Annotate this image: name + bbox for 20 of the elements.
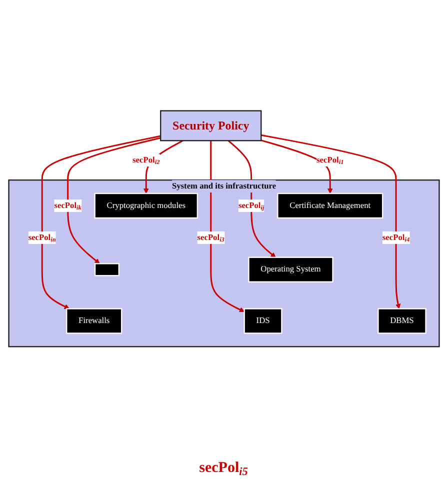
edge-label: secPol$_{i2}$ [132, 156, 160, 166]
node-box [94, 262, 120, 276]
edge-label: secPol$_{in}$ [28, 232, 56, 243]
edge-label: secPol$_{i4}$ [382, 232, 410, 243]
arrow [227, 140, 276, 258]
policy-label: secPol$_{i5}$ [199, 460, 248, 476]
node-box [248, 256, 333, 282]
node-box [276, 192, 383, 218]
edge-label: secPol$_{i1}$ [316, 156, 344, 166]
node-box [377, 308, 426, 334]
node-box [243, 308, 282, 334]
node-box [66, 308, 122, 334]
edge-label: secPol$_{ik}$ [54, 201, 81, 211]
edge-label: secPol$_{ij}$ [238, 201, 264, 211]
node-box [160, 110, 262, 142]
arrow [210, 140, 244, 312]
arrow [40, 135, 160, 309]
node-box [94, 192, 198, 218]
arrow [66, 136, 160, 264]
edge-label: secPol$_{i3}$ [196, 232, 224, 243]
